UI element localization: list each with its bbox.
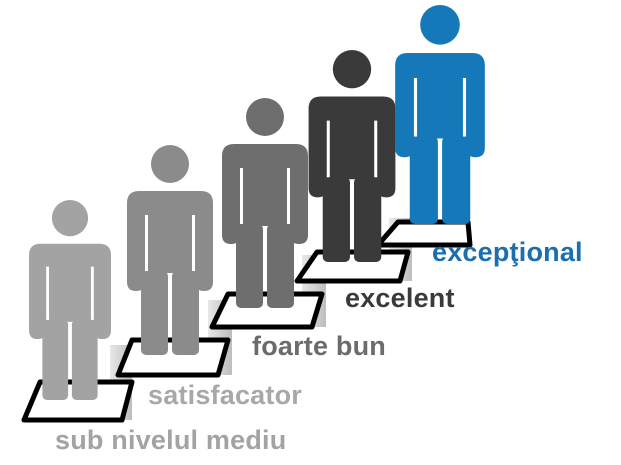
person-body (309, 96, 396, 197)
person-right-leg (72, 320, 98, 400)
person-head (420, 5, 460, 45)
person-figure-2 (127, 145, 213, 355)
person-figure-5 (395, 5, 485, 224)
person-head (52, 200, 88, 236)
step-tread-4 (297, 252, 408, 281)
person-body (222, 144, 308, 244)
level-label-sub-nivelul-mediu: sub nivelul mediu (55, 425, 286, 456)
person-right-leg (267, 224, 294, 308)
person-right-leg (442, 136, 470, 224)
person-left-leg (323, 177, 350, 262)
person-body (29, 244, 111, 339)
person-figure-1 (29, 200, 111, 400)
level-label-satisfacator: satisfacator (148, 380, 302, 411)
level-label-exceptional: excepţional (432, 237, 583, 268)
person-left-leg (236, 224, 263, 308)
level-label-foarte-bun: foarte bun (252, 331, 386, 362)
person-body (395, 53, 485, 157)
person-left-leg (410, 136, 438, 224)
person-head (246, 98, 284, 136)
person-right-leg (172, 271, 199, 355)
person-left-leg (42, 320, 68, 400)
person-figure-4 (309, 50, 396, 262)
person-figure-3 (222, 98, 308, 308)
person-body (127, 191, 213, 291)
person-right-leg (354, 177, 381, 262)
level-label-excelent: excelent (345, 283, 455, 314)
person-head (151, 145, 189, 183)
person-head (333, 50, 371, 88)
person-left-leg (141, 271, 168, 355)
